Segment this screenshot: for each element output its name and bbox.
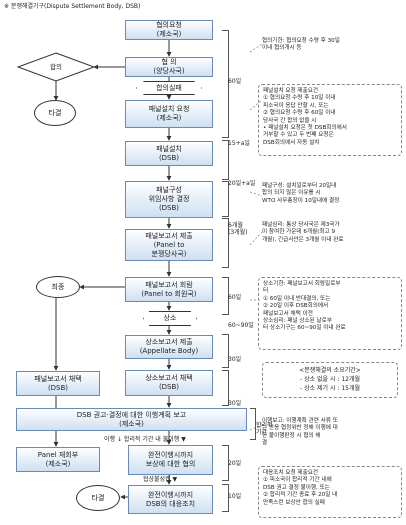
duration-bracket xyxy=(222,140,229,180)
note-panel-review: 패널심리: 통상 당사국은 제3국가 이 참여한 가운데 6개월(최고 9 개월… xyxy=(262,222,344,243)
note-appeal-deadline: 상소기한: 패널보고서 회람일로부 터 ① 60일 이내 반대결의, 또는 ② … xyxy=(258,277,402,350)
duration-30: 30일 xyxy=(228,356,242,363)
duration-bracket xyxy=(222,181,229,217)
note-settlement-duration: <분쟁해결의 소요기간> - 상소 없을 시 : 12개월 - 상소 제기 시 … xyxy=(262,362,398,398)
duration-bracket xyxy=(222,277,229,315)
implementation-report-box: DSB 권고·결정에 대한 이행계획 보고 (제소국) xyxy=(16,408,247,431)
note-consultation-deadline: 협의기한: 협의요청 수령 후 30일 이내 협의개시 등 xyxy=(262,38,340,52)
note-implementation-report: 이행보고: 이행계획 관련 서류 또 는 반응 협정위반 정해 이행에 대 한 … xyxy=(262,418,338,447)
settlement-oval-2: 타결 xyxy=(76,485,120,511)
duration-6m: 6개월 (3개월) xyxy=(228,222,248,236)
header-note: ※ 분쟁해결기구(Dispute Settlement Body, DSB) xyxy=(4,3,141,10)
duration-60-2: 60일 xyxy=(228,294,242,301)
consultation-fail-hex: 합의실패 xyxy=(136,81,202,95)
panel-review-box: Panel 재회부 (제소국) xyxy=(16,447,100,472)
reasonable-period-label: 이행 ↓ 합리적 기간 내 불이행 ▼ xyxy=(104,436,186,443)
appellate-adopt-box: 상소보고서 채택 (DSB) xyxy=(125,370,213,396)
panel-report-circulate-box: 패널보고서 회람 (Panel to 회원국) xyxy=(125,277,213,302)
panel-request-box: 패널설치 요청 (제소국) xyxy=(125,100,213,128)
note-retaliation-requirements: 대응조치 요청 제출요건 ① 피소국이 합리적 기간 내에 DSB 권고 결정 … xyxy=(258,466,402,518)
agree-label: 합의 xyxy=(50,62,62,71)
duration-bracket xyxy=(222,30,229,138)
panel-report-submit-box: 패널보고서 제출 (Panel to 분쟁당사국) xyxy=(125,229,213,261)
consultation-box: 협 의 (양당사국) xyxy=(125,57,213,77)
panel-composition-box: 패널구성 위임사항 결정 (DSB) xyxy=(125,181,213,218)
retaliation-box: 완전이행시까지 DSB의 대응조치 xyxy=(128,485,213,514)
duration-bracket xyxy=(250,408,256,440)
duration-30b: 30일 xyxy=(228,400,242,407)
duration-bracket xyxy=(222,370,229,406)
negotiation-fail-label: 협상불성립 ▼ xyxy=(143,476,178,483)
note-panel-composition: 패널구성: 설치일로부터 20일내 합의 되지 않은 이유를 시 WTO 사무총… xyxy=(262,183,340,204)
panel-establish-box: 패널설치 (DSB) xyxy=(125,141,213,166)
final-oval: 최종 xyxy=(36,276,80,298)
consultation-request-box: 협의요청 (제소국) xyxy=(125,20,213,40)
duration-20: 20일+a일 xyxy=(228,180,256,187)
note-panel-request-requirements: 패널설치 요청 제출요건 ① 협의요청 수령 후 10일 이내 피소국이 응답 … xyxy=(258,84,402,156)
appellate-report-box: 상소보고서 제출 (Appellate Body) xyxy=(125,335,213,359)
panel-report-adopt-box: 패널보고서 채택 (DSB) xyxy=(16,371,100,396)
duration-reasonable: 합리적 기간 xyxy=(256,422,273,436)
duration-bracket xyxy=(222,218,229,268)
agree-diamond xyxy=(16,52,96,82)
duration-bracket xyxy=(222,445,229,481)
appeal-hex: 상소 xyxy=(143,311,197,326)
duration-bracket xyxy=(222,484,229,512)
duration-20b: 20일 xyxy=(228,460,242,467)
duration-bracket xyxy=(222,334,229,368)
settlement-oval-1: 타결 xyxy=(34,100,76,126)
duration-60-1: 60일 xyxy=(228,78,242,85)
duration-60-90: 60~90일 xyxy=(228,322,254,329)
compensation-box: 완전이행시까지 보상에 대한 협의 xyxy=(128,445,213,475)
duration-10: 10일 xyxy=(228,493,242,500)
duration-15: 15+a일 xyxy=(228,140,250,147)
